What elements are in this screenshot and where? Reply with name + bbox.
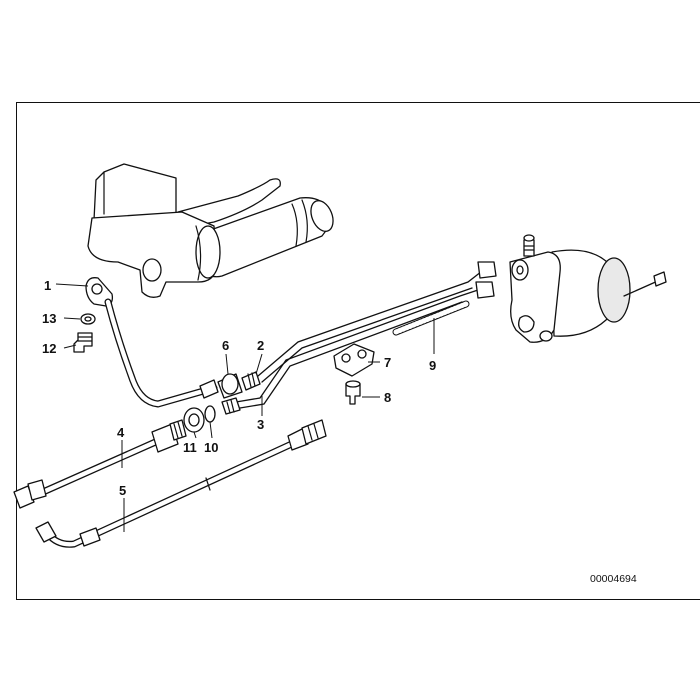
callout-3: 3 (257, 417, 264, 432)
diagram-frame (16, 102, 700, 600)
brake-pipe-2 (257, 261, 497, 383)
callout-9: 9 (429, 358, 436, 373)
lever-pivot (142, 258, 162, 282)
brake-pipe-3 (235, 281, 495, 409)
washer-10 (204, 405, 216, 423)
callout-11: 11 (183, 440, 197, 455)
callout-7: 7 (384, 355, 391, 370)
drawing-code: 00004694 (590, 573, 637, 585)
union-nut-3 (221, 397, 241, 415)
brake-servo-unit (509, 234, 667, 343)
brake-lever (177, 178, 281, 229)
screw-8 (345, 380, 361, 405)
brake-line-1 (85, 277, 219, 408)
leader-lines (55, 283, 435, 532)
callout-1: 1 (44, 278, 51, 293)
sealing-ring-13 (80, 313, 96, 325)
master-cylinder-assembly (87, 163, 334, 298)
callout-2: 2 (257, 338, 264, 353)
pipe-clip-7 (333, 343, 375, 377)
union-fitting-6 (217, 371, 261, 399)
callout-4: 4 (117, 425, 125, 440)
callout-13: 13 (42, 311, 56, 326)
banjo-bolt-12 (73, 332, 93, 353)
grip-end (310, 200, 334, 232)
grommet-11 (183, 407, 205, 433)
callout-12: 12 (42, 341, 56, 356)
callout-10: 10 (204, 440, 218, 455)
callout-8: 8 (384, 390, 391, 405)
protective-spiral-9 (392, 300, 470, 336)
callout-5: 5 (119, 483, 126, 498)
brake-hose-4 (13, 419, 187, 509)
callout-6: 6 (222, 338, 229, 353)
brake-hose-5 (35, 419, 327, 548)
callout-labels: 1 13 12 6 2 3 4 5 11 10 7 8 9 (42, 278, 436, 498)
